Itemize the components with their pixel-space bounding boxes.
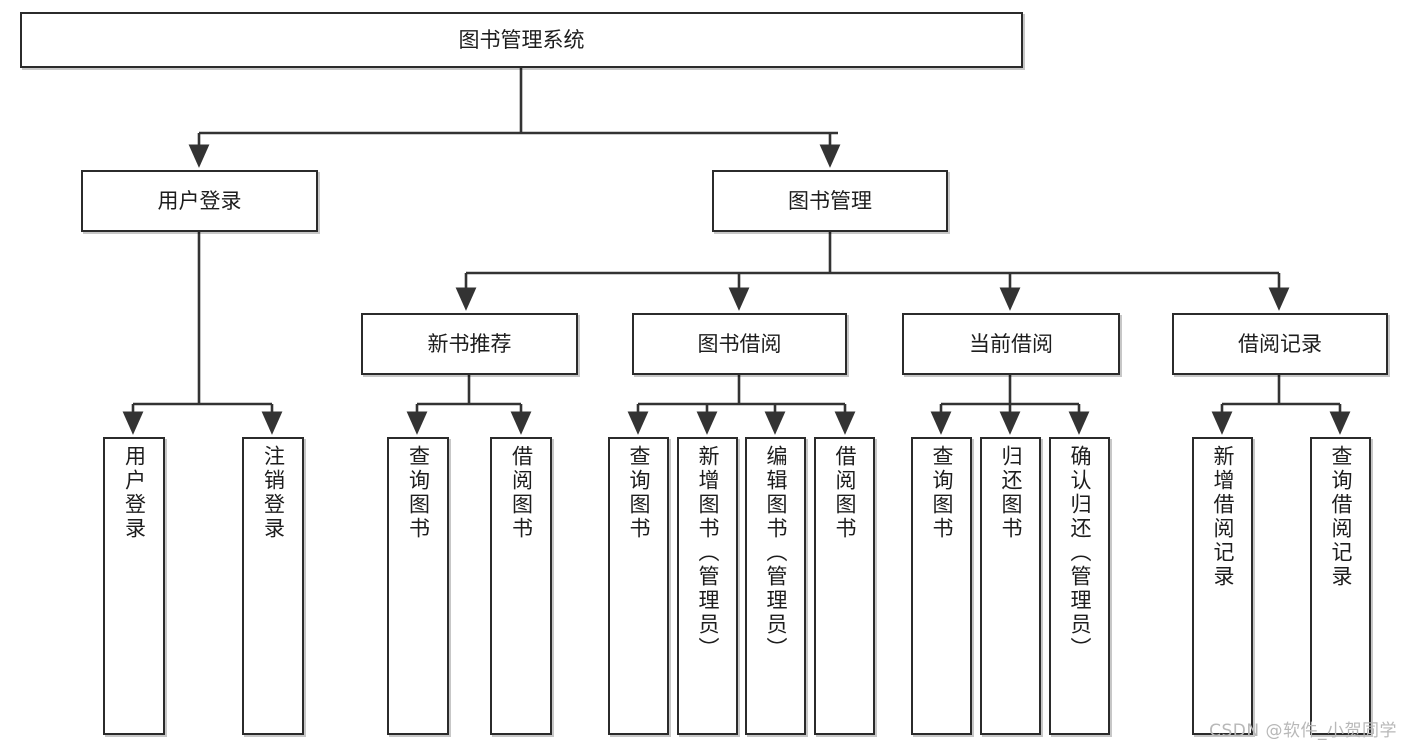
node-leaf-label: 查询图书 [406, 445, 431, 541]
node-leaf-label: 新增借阅记录 [1211, 445, 1235, 589]
node-new-book-recommend-label: 新书推荐 [427, 331, 512, 356]
node-leaf-label: 新增图书（管理员） [696, 445, 720, 661]
node-leaf-currentborrow-confirm[interactable]: 确认归还（管理员） [1049, 437, 1110, 735]
node-user-login-label: 用户登录 [157, 188, 242, 213]
node-new-book-recommend[interactable]: 新书推荐 [361, 313, 578, 375]
node-root[interactable]: 图书管理系统 [20, 12, 1023, 68]
node-leaf-bookborrow-add[interactable]: 新增图书（管理员） [677, 437, 738, 735]
node-leaf-user-login-signout[interactable]: 注销登录 [242, 437, 304, 735]
node-leaf-label: 查询图书 [627, 445, 651, 541]
node-leaf-label: 归还图书 [999, 445, 1023, 541]
node-leaf-newbook-query[interactable]: 查询图书 [387, 437, 449, 735]
node-leaf-label: 编辑图书（管理员） [764, 445, 788, 661]
node-leaf-label: 确认归还（管理员） [1068, 445, 1092, 661]
node-book-manage[interactable]: 图书管理 [712, 170, 948, 232]
node-leaf-label: 查询图书 [930, 445, 954, 541]
node-leaf-label: 注销登录 [261, 445, 286, 541]
node-leaf-currentborrow-query[interactable]: 查询图书 [911, 437, 972, 735]
node-book-borrow-label: 图书借阅 [697, 331, 782, 356]
node-root-label: 图书管理系统 [458, 27, 585, 52]
node-leaf-bookborrow-query[interactable]: 查询图书 [608, 437, 669, 735]
node-book-borrow[interactable]: 图书借阅 [632, 313, 847, 375]
node-leaf-bookborrow-edit[interactable]: 编辑图书（管理员） [745, 437, 806, 735]
node-leaf-label: 借阅图书 [833, 445, 857, 541]
node-current-borrow-label: 当前借阅 [969, 331, 1053, 356]
node-leaf-user-login-signin[interactable]: 用户登录 [103, 437, 165, 735]
node-borrow-record[interactable]: 借阅记录 [1172, 313, 1388, 375]
node-current-borrow[interactable]: 当前借阅 [902, 313, 1120, 375]
node-leaf-borrowrecord-query[interactable]: 查询借阅记录 [1310, 437, 1371, 735]
node-book-manage-label: 图书管理 [788, 188, 872, 213]
node-user-login[interactable]: 用户登录 [81, 170, 318, 232]
node-leaf-label: 用户登录 [122, 445, 147, 541]
node-leaf-bookborrow-borrow[interactable]: 借阅图书 [814, 437, 875, 735]
node-leaf-label: 借阅图书 [509, 445, 534, 541]
node-leaf-newbook-borrow[interactable]: 借阅图书 [490, 437, 552, 735]
node-leaf-currentborrow-return[interactable]: 归还图书 [980, 437, 1041, 735]
node-borrow-record-label: 借阅记录 [1238, 331, 1322, 356]
node-leaf-borrowrecord-add[interactable]: 新增借阅记录 [1192, 437, 1253, 735]
node-leaf-label: 查询借阅记录 [1329, 445, 1353, 589]
